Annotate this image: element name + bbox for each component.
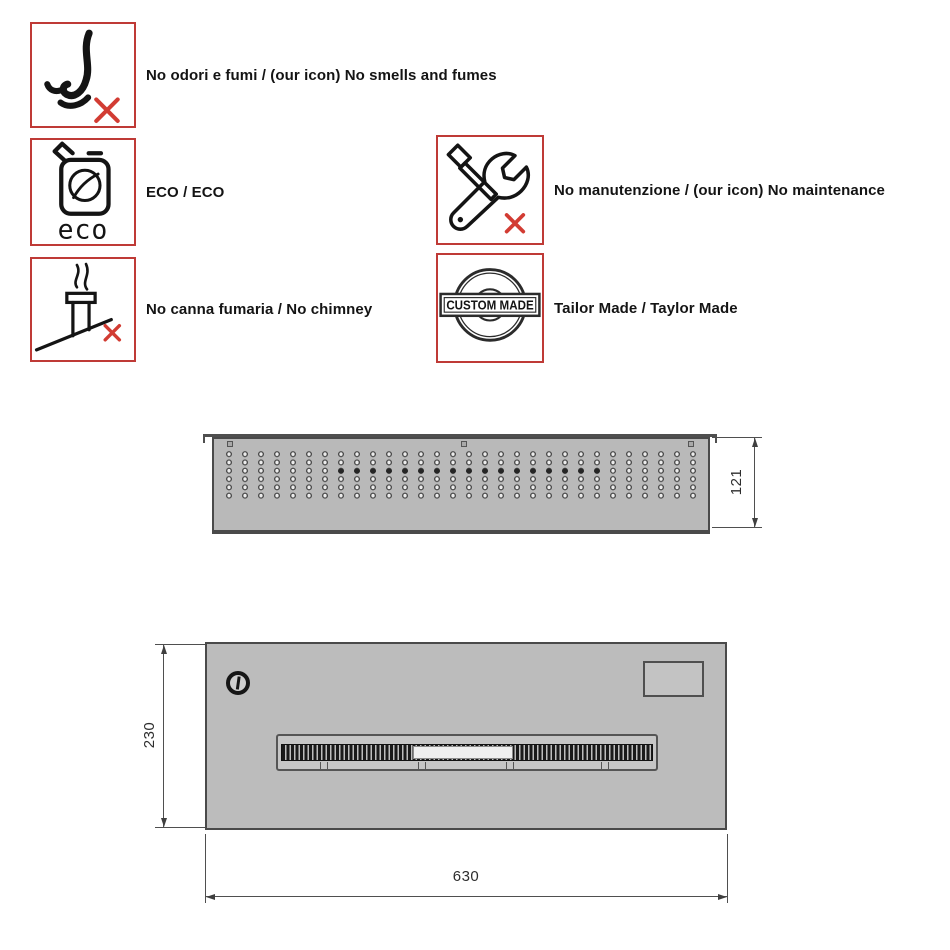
red-cross-icon [94,97,120,123]
feature-row-no-chimney: No canna fumaria / No chimney [30,257,372,362]
eco-jerrycan-icon: eco [52,141,111,244]
dimension-arrow [206,893,215,900]
dimension-line [163,645,164,827]
screw-mark [461,441,467,447]
slot-bracket [320,762,328,771]
dimension-arrow [751,518,758,527]
red-cross-icon [504,213,526,234]
nose-crossed-icon [44,29,120,123]
feature-row-no-maintenance: No manutenzione / (our icon) No maintena… [436,135,885,245]
extension-line [155,827,205,828]
extension-line [712,437,762,438]
dimension-arrow [160,818,167,827]
screw-mark [688,441,694,447]
feature-label: No canna fumaria / No chimney [146,301,373,318]
extension-line [205,834,206,903]
custom-made-stamp-icon: CUSTOM MADE [439,268,541,342]
custom-made-text: CUSTOM MADE [446,298,534,313]
slot-bracket [601,762,609,771]
flange-left-edge [203,434,205,443]
extension-line [727,834,728,903]
feature-row-no-smells: No odori e fumi / (our icon) No smells a… [30,22,497,128]
tools-crossed-icon [446,143,530,234]
dimension-arrow [751,438,758,447]
feature-label: Tailor Made / Taylor Made [554,299,738,317]
feature-row-eco: eco ECO / ECO [30,138,224,246]
wrench-pivot-dot [457,216,464,223]
dimension-line [754,438,755,527]
feature-label: No odori e fumi / (our icon) No smells a… [146,66,497,84]
extension-line [155,644,205,645]
burner-holes-filled-row [333,466,605,475]
slider-plate [413,746,513,759]
screw-mark [227,441,233,447]
feature-box: eco [30,138,136,246]
slot-bracket [418,762,426,771]
eco-text: eco [58,214,109,244]
dimension-value: 230 [141,721,158,749]
dimension-value: 121 [728,468,745,496]
feature-box [30,22,136,128]
feature-box [30,257,136,362]
dimension-line [206,896,727,897]
red-cross-icon [103,323,122,342]
control-knob [226,671,250,695]
feature-row-tailor-made: CUSTOM MADE Tailor Made / Taylor Made [436,253,738,363]
extension-line [712,527,762,528]
dimension-value: 630 [452,868,480,885]
chimney-crossed-icon [34,262,122,352]
knob-slot [235,676,241,690]
burner-holes-grid [221,450,701,500]
feature-label: No manutenzione / (our icon) No maintena… [554,181,885,199]
feature-label: ECO / ECO [146,183,225,201]
slot-bracket [506,762,514,771]
dimension-arrow [160,645,167,654]
top-view-flange [203,434,717,437]
control-panel [643,661,704,697]
flange-right-edge [715,434,717,443]
feature-box [436,135,544,245]
feature-box: CUSTOM MADE [436,253,544,363]
dimension-arrow [718,893,727,900]
